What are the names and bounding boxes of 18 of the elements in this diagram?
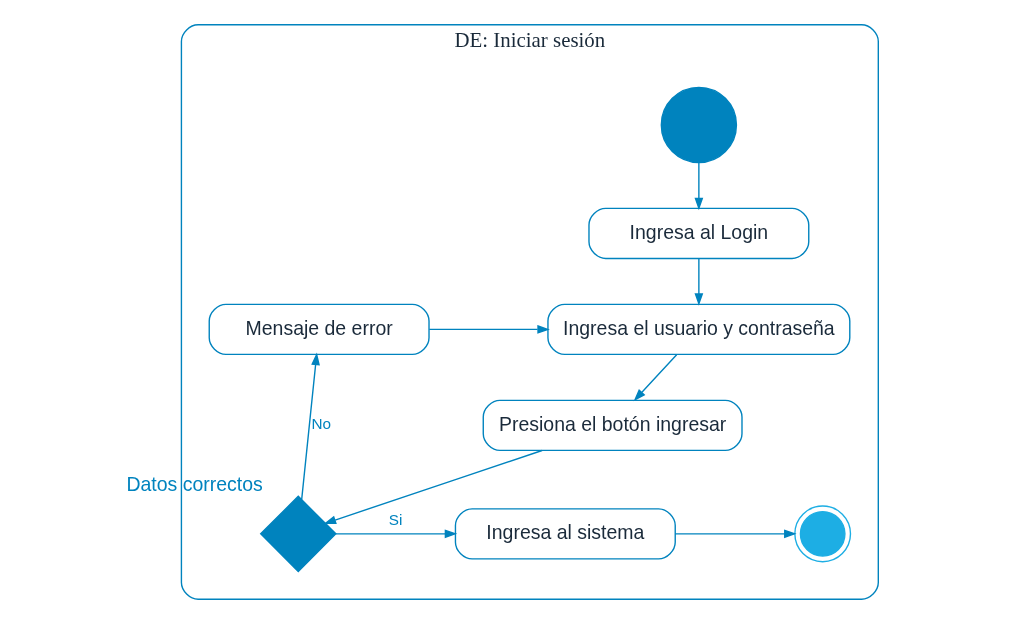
arrow	[323, 449, 543, 525]
node-box: Presiona el botón ingresar	[482, 399, 743, 452]
node-box: Ingresa al Login	[588, 207, 810, 260]
node-box: Ingresa el usuario y contraseña	[547, 303, 851, 356]
arrow	[335, 529, 458, 539]
edge-label: Si	[388, 511, 403, 529]
edge-label: No	[311, 415, 331, 433]
arrow	[674, 529, 797, 539]
node-circle	[794, 505, 852, 563]
arrow	[694, 258, 704, 306]
node-label: Datos correctos	[126, 473, 263, 496]
node-circle	[660, 86, 738, 164]
node-box: Mensaje de error	[208, 303, 430, 356]
arrow	[300, 352, 320, 501]
arrow	[428, 325, 550, 334]
node-box: Ingresa al sistema	[454, 508, 676, 560]
arrow	[633, 354, 678, 402]
arrow	[694, 162, 704, 211]
